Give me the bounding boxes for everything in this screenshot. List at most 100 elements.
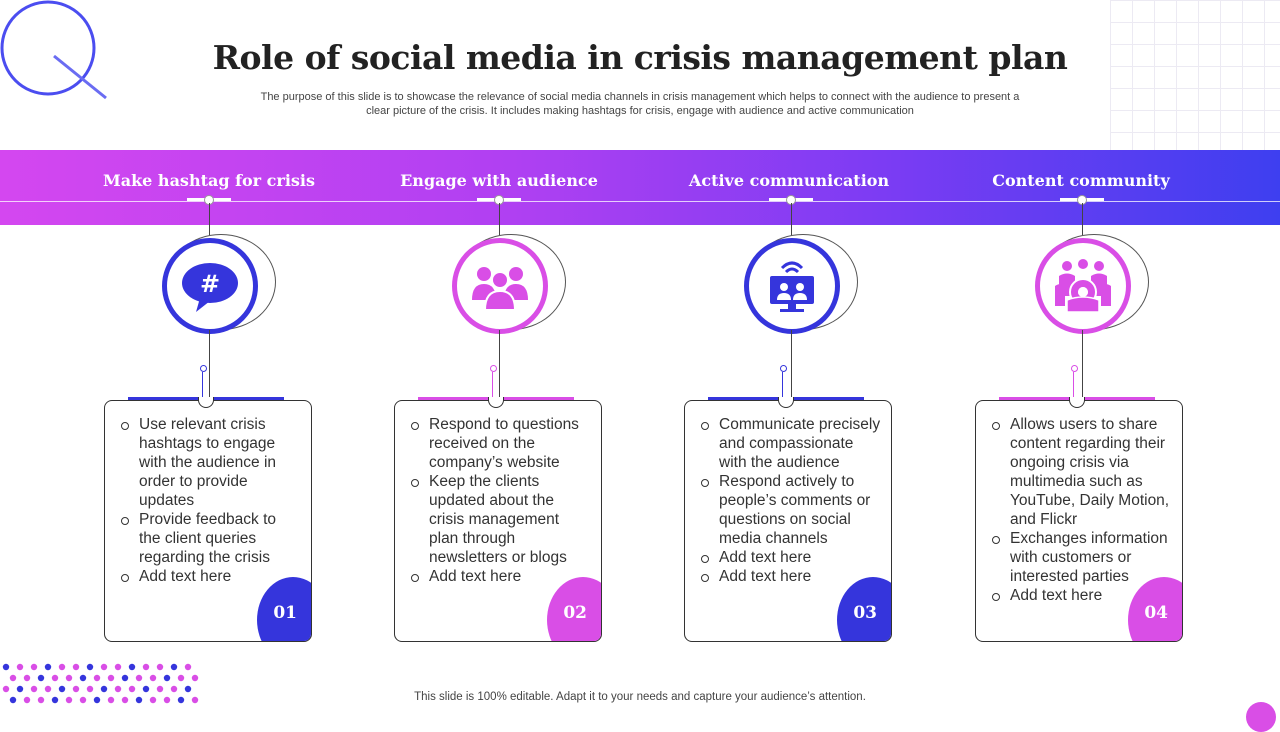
pattern-dot bbox=[58, 663, 66, 671]
icon-ring bbox=[452, 238, 548, 334]
bullet: Add text here bbox=[121, 567, 301, 586]
pattern-dot bbox=[184, 685, 192, 693]
pattern-dot bbox=[51, 674, 59, 682]
column-title: Content community bbox=[992, 171, 1170, 190]
pattern-dot bbox=[65, 674, 73, 682]
connector bbox=[499, 203, 500, 235]
pattern-dot bbox=[163, 674, 171, 682]
bullet: Use relevant crisis hashtags to engage w… bbox=[121, 415, 301, 510]
pattern-dot bbox=[114, 663, 122, 671]
footer-note: This slide is 100% editable. Adapt it to… bbox=[414, 691, 866, 703]
column-title: Make hashtag for crisis bbox=[103, 171, 315, 190]
card-notch bbox=[778, 397, 794, 408]
column-community: Content community Allows users to share … bbox=[975, 150, 1215, 650]
pattern-dot bbox=[191, 696, 199, 704]
bullet: Respond actively to people’s comments or… bbox=[701, 472, 881, 548]
card: Respond to questions received on the com… bbox=[394, 400, 602, 642]
pattern-dot bbox=[72, 663, 80, 671]
bullet: Add text here bbox=[701, 567, 881, 586]
bullet: Keep the clients updated about the crisi… bbox=[411, 472, 591, 567]
card: Communicate precisely and compassionate … bbox=[684, 400, 892, 642]
pattern-dot bbox=[72, 685, 80, 693]
pattern-dot bbox=[37, 674, 45, 682]
pattern-dot bbox=[9, 674, 17, 682]
pattern-dot bbox=[128, 685, 136, 693]
pattern-dot bbox=[121, 674, 129, 682]
bullet: Add text here bbox=[992, 586, 1172, 605]
bullet: Allows users to share content regarding … bbox=[992, 415, 1172, 529]
pattern-dot bbox=[177, 674, 185, 682]
bullet-list: Communicate precisely and compassionate … bbox=[685, 401, 891, 586]
connector bbox=[791, 330, 792, 402]
pattern-dot bbox=[23, 696, 31, 704]
icon-ring: # bbox=[162, 238, 258, 334]
connector bbox=[209, 203, 210, 235]
pin-line bbox=[782, 372, 783, 398]
card-notch bbox=[198, 397, 214, 408]
number-label: 03 bbox=[853, 603, 877, 623]
grid-decoration bbox=[1110, 0, 1280, 150]
number-label: 01 bbox=[273, 603, 297, 623]
pattern-dot bbox=[16, 685, 24, 693]
pattern-dot bbox=[100, 663, 108, 671]
pattern-dot bbox=[37, 696, 45, 704]
pattern-dot bbox=[9, 696, 17, 704]
card: Allows users to share content regarding … bbox=[975, 400, 1183, 642]
community-gear-icon bbox=[1055, 259, 1111, 313]
svg-text:#: # bbox=[200, 270, 220, 298]
pattern-dot bbox=[149, 674, 157, 682]
video-conference-icon bbox=[770, 261, 814, 312]
pattern-dot bbox=[58, 685, 66, 693]
pattern-dot bbox=[142, 663, 150, 671]
subtitle-line-1: The purpose of this slide is to showcase… bbox=[260, 91, 1020, 103]
column-hashtag: Make hashtag for crisis # Use relevant c… bbox=[103, 150, 344, 650]
pin bbox=[200, 365, 207, 372]
pattern-dot bbox=[170, 663, 178, 671]
pin bbox=[780, 365, 787, 372]
connector bbox=[1082, 203, 1083, 235]
bullet: Exchanges information with customers or … bbox=[992, 529, 1172, 586]
pin bbox=[490, 365, 497, 372]
card: Use relevant crisis hashtags to engage w… bbox=[104, 400, 312, 642]
pattern-dot bbox=[142, 685, 150, 693]
connector bbox=[1082, 330, 1083, 402]
connector bbox=[209, 330, 210, 402]
band-divider bbox=[0, 201, 1280, 202]
pattern-dot bbox=[156, 685, 164, 693]
pattern-dot bbox=[23, 674, 31, 682]
card-notch bbox=[488, 397, 504, 408]
pattern-dot bbox=[114, 685, 122, 693]
subtitle-line-2: clear picture of the crisis. It includes… bbox=[366, 105, 914, 117]
pattern-dot bbox=[86, 685, 94, 693]
bullet: Add text here bbox=[411, 567, 591, 586]
connector bbox=[499, 330, 500, 402]
pattern-dot bbox=[135, 696, 143, 704]
pattern-dot bbox=[128, 663, 136, 671]
pattern-dot bbox=[156, 663, 164, 671]
pattern-dot bbox=[79, 674, 87, 682]
pattern-dot bbox=[121, 696, 129, 704]
slide-title: Role of social media in crisis managemen… bbox=[212, 38, 1068, 77]
pattern-dot bbox=[2, 663, 10, 671]
bullet-list: Use relevant crisis hashtags to engage w… bbox=[105, 401, 311, 586]
pattern-dot bbox=[191, 674, 199, 682]
pattern-dot bbox=[16, 663, 24, 671]
pattern-dot bbox=[93, 674, 101, 682]
magnifier-decoration-icon bbox=[0, 0, 107, 100]
column-audience: Engage with audience Respond to question… bbox=[394, 150, 634, 650]
column-title: Active communication bbox=[688, 171, 890, 190]
pattern-dot bbox=[177, 696, 185, 704]
bullet: Respond to questions received on the com… bbox=[411, 415, 591, 472]
pattern-dot bbox=[149, 696, 157, 704]
audience-group-icon bbox=[472, 267, 528, 311]
pattern-dot bbox=[30, 663, 38, 671]
icon-ring bbox=[744, 238, 840, 334]
pin-line bbox=[1073, 372, 1074, 398]
hashtag-chat-icon: # bbox=[182, 263, 238, 312]
column-communication: Active communication Communicate precise… bbox=[684, 150, 924, 650]
pattern-dot bbox=[65, 696, 73, 704]
dot-pattern-decoration bbox=[2, 663, 199, 704]
bullet-list: Respond to questions received on the com… bbox=[395, 401, 601, 586]
pattern-dot bbox=[93, 696, 101, 704]
pattern-dot bbox=[184, 663, 192, 671]
